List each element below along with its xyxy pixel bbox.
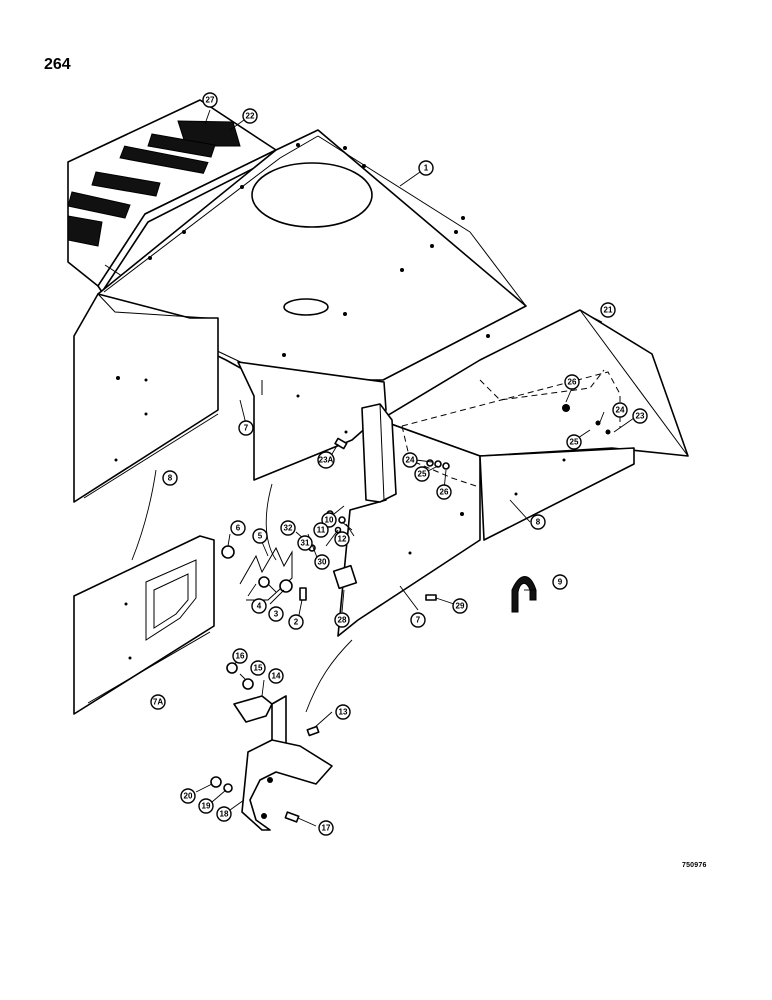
svg-text:27: 27 [206,96,215,105]
assembly-arrows [131,469,353,713]
callout-3: 3 [268,606,284,622]
svg-text:7: 7 [416,616,421,625]
svg-text:30: 30 [318,558,327,567]
callout-7-upper: 7 [238,420,254,436]
fender-box [337,309,689,637]
callout-9: 9 [552,574,568,590]
svg-text:10: 10 [325,516,334,525]
callout-25-center: 25 [414,466,430,482]
callout-18: 18 [216,806,232,822]
latch-assembly [210,662,333,831]
svg-text:16: 16 [236,652,245,661]
callout-21: 21 [600,302,616,318]
svg-text:7: 7 [244,424,249,433]
svg-text:11: 11 [317,526,326,535]
callout-31: 31 [297,535,313,551]
callout-29: 29 [452,598,468,614]
callout-32: 32 [280,520,296,536]
callout-12: 12 [334,531,350,547]
callout-23: 23 [632,408,648,424]
callout-26-center: 26 [436,484,452,500]
callout-14: 14 [268,668,284,684]
callout-7-lower: 7 [410,612,426,628]
svg-text:9: 9 [558,578,563,587]
callout-8-left: 8 [162,470,178,486]
svg-text:29: 29 [456,602,465,611]
svg-text:24: 24 [406,456,415,465]
callout-11: 11 [313,522,329,538]
svg-text:6: 6 [236,524,241,533]
callout-1: 1 [418,160,434,176]
svg-text:12: 12 [338,535,347,544]
svg-text:1: 1 [424,164,429,173]
svg-text:13: 13 [339,708,348,717]
callout-8-right: 8 [530,514,546,530]
callout-17: 17 [318,820,334,836]
svg-text:20: 20 [184,792,193,801]
callout-22: 22 [242,108,258,124]
callout-23A: 23A [317,451,335,469]
support-column [361,403,397,503]
callout-13: 13 [335,704,351,720]
callout-16: 16 [232,648,248,664]
page-number: 264 [44,56,71,73]
svg-text:19: 19 [202,802,211,811]
left-side-panel [73,293,219,503]
callout-25-right: 25 [566,434,582,450]
svg-text:23: 23 [636,412,645,421]
svg-text:5: 5 [258,532,263,541]
svg-text:17: 17 [322,824,331,833]
svg-text:25: 25 [570,438,579,447]
svg-text:21: 21 [604,306,613,315]
callout-5: 5 [252,528,268,544]
callout-30: 30 [314,554,330,570]
callout-28: 28 [334,612,350,628]
svg-text:22: 22 [246,112,255,121]
svg-text:28: 28 [338,616,347,625]
svg-text:23A: 23A [319,456,334,465]
callout-10: 10 [321,512,337,528]
callout-15: 15 [250,660,266,676]
svg-text:4: 4 [257,602,262,611]
drawing-code: 750976 [682,862,707,869]
callout-27: 27 [202,92,218,108]
callout-6: 6 [230,520,246,536]
lower-side-panel [73,535,215,715]
svg-text:24: 24 [616,406,625,415]
svg-text:18: 18 [220,810,229,819]
callout-2: 2 [288,614,304,630]
svg-text:26: 26 [568,378,577,387]
callout-7A: 7A [150,694,166,710]
callout-4: 4 [251,598,267,614]
callout-24-right: 24 [612,402,628,418]
svg-text:3: 3 [274,610,279,619]
callout-24-center: 24 [402,452,418,468]
center-side-panel [237,361,387,481]
svg-text:14: 14 [272,672,281,681]
svg-text:8: 8 [168,474,173,483]
svg-text:31: 31 [301,539,310,548]
svg-text:32: 32 [284,524,293,533]
svg-text:26: 26 [440,488,449,497]
callout-20: 20 [180,788,196,804]
callout-19: 19 [198,798,214,814]
svg-text:2: 2 [294,618,299,627]
svg-text:7A: 7A [153,698,163,707]
callout-26-right: 26 [564,374,580,390]
svg-text:8: 8 [536,518,541,527]
leader-lines [195,109,635,827]
svg-text:15: 15 [254,664,263,673]
svg-text:25: 25 [418,470,427,479]
